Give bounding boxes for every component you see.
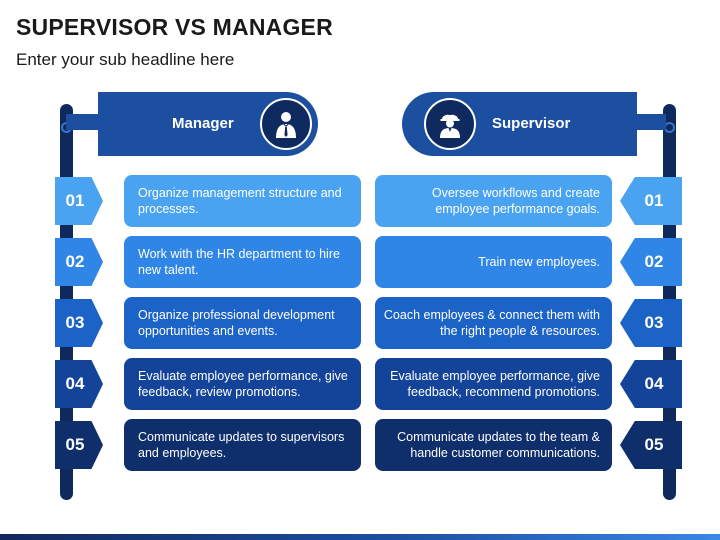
supervisor-card-text: Coach employees & connect them with the … bbox=[383, 308, 600, 338]
supervisor-card-1: Oversee workflows and create employee pe… bbox=[375, 175, 612, 227]
manager-icon bbox=[260, 98, 312, 150]
manager-card-text: Organize professional development opport… bbox=[138, 308, 335, 338]
manager-card-text: Work with the HR department to hire new … bbox=[138, 247, 340, 277]
manager-card-text: Organize management structure and proces… bbox=[138, 186, 342, 216]
manager-card-4: Evaluate employee performance, give feed… bbox=[124, 358, 361, 410]
manager-header-connector bbox=[66, 114, 102, 130]
manager-card-1: Organize management structure and proces… bbox=[124, 175, 361, 227]
supervisor-header-connector bbox=[630, 114, 666, 130]
manager-header: Manager bbox=[98, 92, 318, 156]
supervisor-card-5: Communicate updates to the team & handle… bbox=[375, 419, 612, 471]
supervisor-number-2: 02 bbox=[620, 238, 682, 286]
manager-card-3: Organize professional development opport… bbox=[124, 297, 361, 349]
supervisor-card-text: Train new employees. bbox=[478, 255, 600, 269]
slide-subtitle: Enter your sub headline here bbox=[16, 50, 235, 69]
slide-title: SUPERVISOR VS MANAGER bbox=[16, 14, 333, 40]
supervisor-number-1: 01 bbox=[620, 177, 682, 225]
manager-card-text: Evaluate employee performance, give feed… bbox=[138, 369, 348, 399]
manager-card-2: Work with the HR department to hire new … bbox=[124, 236, 361, 288]
supervisor-header-label: Supervisor bbox=[492, 115, 571, 132]
supervisor-card-2: Train new employees. bbox=[375, 236, 612, 288]
supervisor-card-3: Coach employees & connect them with the … bbox=[375, 297, 612, 349]
manager-header-label: Manager bbox=[172, 115, 234, 132]
manager-card-text: Communicate updates to supervisors and e… bbox=[138, 430, 345, 460]
manager-number-4: 04 bbox=[55, 360, 103, 408]
supervisor-card-text: Communicate updates to the team & handle… bbox=[397, 430, 600, 460]
manager-number-5: 05 bbox=[55, 421, 103, 469]
supervisor-card-text: Oversee workflows and create employee pe… bbox=[431, 186, 600, 216]
supervisor-card-text: Evaluate employee performance, give feed… bbox=[390, 369, 600, 399]
manager-card-5: Communicate updates to supervisors and e… bbox=[124, 419, 361, 471]
supervisor-icon bbox=[424, 98, 476, 150]
manager-number-1: 01 bbox=[55, 177, 103, 225]
manager-number-3: 03 bbox=[55, 299, 103, 347]
supervisor-header: Supervisor bbox=[402, 92, 637, 156]
manager-number-2: 02 bbox=[55, 238, 103, 286]
bottom-accent-strip bbox=[0, 534, 720, 540]
supervisor-number-5: 05 bbox=[620, 421, 682, 469]
supervisor-number-4: 04 bbox=[620, 360, 682, 408]
supervisor-number-3: 03 bbox=[620, 299, 682, 347]
supervisor-card-4: Evaluate employee performance, give feed… bbox=[375, 358, 612, 410]
